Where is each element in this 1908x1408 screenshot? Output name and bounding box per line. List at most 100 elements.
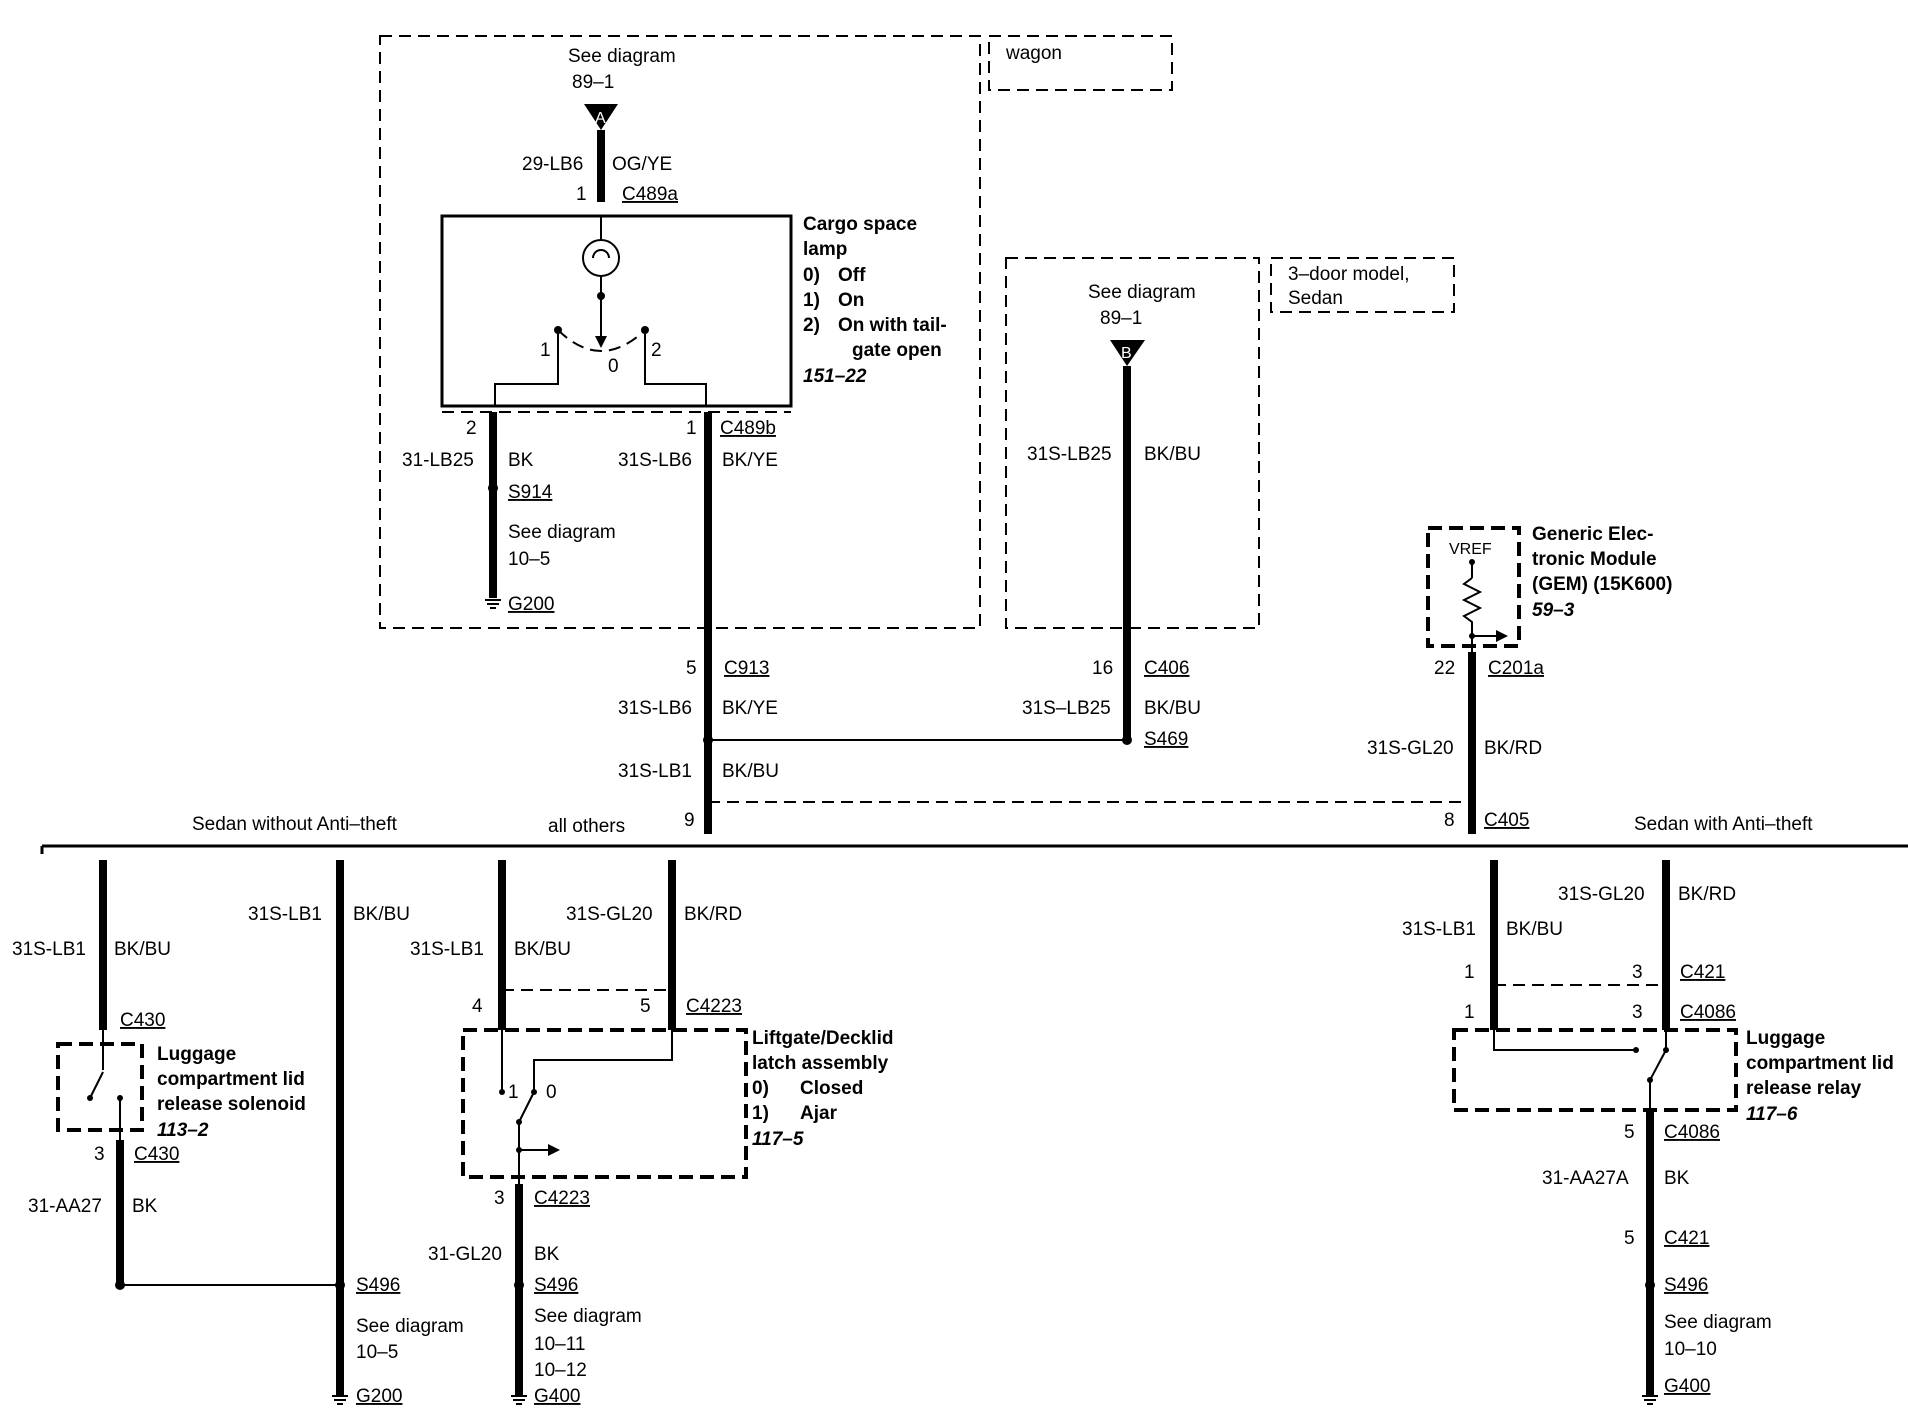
latch-state0-num: 0) [752,1078,769,1099]
c489b-pin: 1 [686,418,697,439]
latch-title2: latch assembly [752,1053,889,1074]
relay-out-color: BK [1664,1168,1690,1189]
three-door-label2: Sedan [1288,288,1343,309]
c4223-pin-5: 5 [640,996,651,1017]
ground-g400-right-label: G400 [1664,1376,1710,1397]
s496-mid-see1: See diagram [534,1306,642,1327]
c489a-label: C489a [622,184,678,205]
splice-s914-label: S914 [508,482,553,503]
c4086-out-label: C4086 [1664,1122,1720,1143]
bus-lb1-color: BK/BU [353,904,410,925]
relay-dashed-box [1452,1028,1738,1112]
latch-right-circuit: 31S-GL20 [566,904,653,925]
cargo-lamp-title1: Cargo space [803,214,917,235]
cargo-lamp-state1-num: 1) [803,290,820,311]
splice-s496-right-label: S496 [1664,1275,1708,1296]
relay-right-color: BK/RD [1678,884,1736,905]
splice-s496-left-label: S496 [356,1275,400,1296]
wire-31s-lb6-color: BK/YE [722,450,778,471]
ground-g400-mid-icon [511,1395,527,1405]
latch-switch-icon [518,1091,535,1123]
ground-g200-bottom-icon [332,1395,348,1405]
latch-state1: Ajar [800,1103,838,1124]
c489b-label: C489b [720,418,776,439]
cargo-lamp-title2: lamp [803,239,847,260]
relay-title1: Luggage [1746,1028,1825,1049]
c913-label: C913 [724,658,769,679]
splice-s469-label: S469 [1144,729,1188,750]
latch-sense-arrow-icon [548,1144,560,1156]
latch-dashed-box [461,1028,748,1179]
bus-lb1-circuit: 31S-LB1 [248,904,322,925]
s914-see1: See diagram [508,522,616,543]
wagon-label: wagon [1005,43,1062,64]
three-door-section: 3–door model, Sedan See diagram 89–1 B 3… [1005,257,1455,740]
connector-b-marker [1110,340,1145,366]
c201a-pin: 22 [1434,658,1455,679]
solenoid-dashed-box [56,1042,144,1132]
relay-section: 31S-LB1 BK/BU 31S-GL20 BK/RD 1 3 C421 1 … [1402,860,1894,1405]
wire-31s-lb6-circuit: 31S-LB6 [618,450,692,471]
relay-ref: 117–6 [1746,1104,1798,1125]
ground-g200-label: G200 [508,594,554,615]
wagon-section: wagon See diagram 89–1 A 29-LB6 OG/YE 1 … [379,35,1173,629]
c405-pin-right: 8 [1444,810,1455,831]
three-door-label1: 3–door model, [1288,264,1409,285]
ground-g200-icon [485,599,501,609]
latch-switch-pin-0: 0 [546,1082,557,1103]
relay-title2: compartment lid [1746,1053,1894,1074]
gem-resistor-icon [1461,577,1483,652]
wire-31s-lb25-circuit: 31S-LB25 [1027,444,1112,465]
cargo-lamp-state0-num: 0) [803,265,820,286]
connector-b-letter: B [1121,345,1132,362]
latch-left-circuit: 31S-LB1 [410,939,484,960]
solenoid-switch-icon [89,1071,104,1099]
wire-31s-gl20-gem-circuit: 31S-GL20 [1367,738,1454,759]
c4223-label: C4223 [686,996,742,1017]
option-all-others: all others [548,816,625,837]
connector-a-letter: A [595,110,606,127]
gem-title2: tronic Module [1532,549,1657,570]
c406-label: C406 [1144,658,1189,679]
three-door-dashed-box [1005,257,1260,629]
relay-coil-link [1493,1030,1636,1051]
gem-title3: (GEM) (15K600) [1532,574,1672,595]
c405-pin-left: 9 [684,810,695,831]
cargo-lamp-ref: 151–22 [803,366,867,387]
gem-title1: Generic Elec- [1532,524,1653,545]
gem-sense-arrow-icon [1496,630,1508,642]
lamp-node [597,292,605,300]
cargo-lamp-state2-cont: gate open [852,340,942,361]
see-diagram-b-line2: 89–1 [1100,308,1142,329]
s496-left-see2: 10–5 [356,1342,398,1363]
lamp-pin-0: 0 [608,356,619,377]
latch-out-circuit: 31-GL20 [428,1244,502,1265]
latch-state0: Closed [800,1078,863,1099]
cargo-lamp-state2: On with tail- [838,315,947,336]
splice-s496-mid [514,1280,524,1290]
solenoid-out-circuit: 31-AA27 [28,1196,102,1217]
lamp-filament [592,249,610,259]
c430-bottom-pin: 3 [94,1144,105,1165]
see-diagram-a-line1: See diagram [568,46,676,67]
splice-s496-left [335,1280,345,1290]
c421-pin-right: 3 [1632,962,1643,983]
lb1-color: BK/BU [722,761,779,782]
latch-right-color: BK/RD [684,904,742,925]
c4223-bottom-pin: 3 [494,1188,505,1209]
c913-color: BK/YE [722,698,778,719]
c4086-label: C4086 [1680,1002,1736,1023]
lb1-circuit: 31S-LB1 [618,761,692,782]
c4086-pin-right: 3 [1632,1002,1643,1023]
c4086-pin-left: 1 [1464,1002,1475,1023]
solenoid-top-color: BK/BU [114,939,171,960]
c489a-pin: 1 [576,184,587,205]
splice-s496-right [1645,1280,1655,1290]
latch-title1: Liftgate/Decklid [752,1028,893,1049]
solenoid-title2: compartment lid [157,1069,305,1090]
c201a-label: C201a [1488,658,1544,679]
see-diagram-a-line2: 89–1 [572,72,614,93]
solenoid-title3: release solenoid [157,1094,306,1115]
option-sedan-with-antitheft: Sedan with Anti–theft [1634,814,1813,835]
lamp-pin-1: 1 [540,340,551,361]
